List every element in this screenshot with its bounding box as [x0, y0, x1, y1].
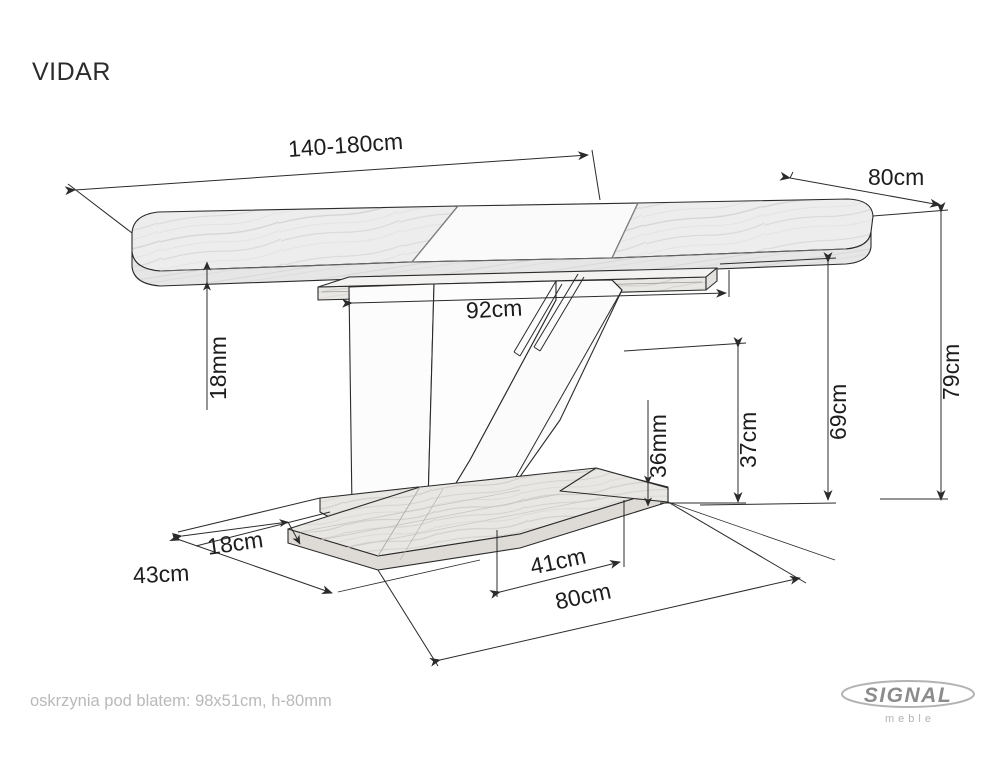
logo-tagline-text: meble: [885, 713, 935, 725]
base-plinth: [287, 467, 669, 571]
logo-svg: SIGNAL meble: [841, 680, 975, 725]
dimension-label-base-depth: 43cm: [132, 559, 190, 589]
dimension-lines: [64, 149, 949, 667]
dimension-label-apron-width: 92cm: [465, 294, 523, 324]
dimension-label-height-apron: 69cm: [825, 383, 851, 440]
dimension-label-height-mid: 37cm: [735, 411, 761, 468]
logo-brand-text: SIGNAL: [864, 684, 952, 707]
dimension-label-depth: 80cm: [868, 164, 925, 190]
dimension-label-plinth-thickness: 36mm: [645, 414, 671, 478]
dimension-label-top-thickness: 18mm: [205, 336, 231, 400]
page-title: VIDAR: [32, 58, 111, 86]
tabletop-edge: [131, 231, 872, 287]
signal-meble-logo: SIGNAL meble: [838, 678, 978, 726]
footer-note: oskrzynia pod blatem: 98x51cm, h-80mm: [30, 692, 332, 710]
tabletop-left-wing: [131, 205, 459, 272]
dimension-label-height-total: 79cm: [938, 343, 964, 400]
pedestal-base: [348, 273, 623, 523]
